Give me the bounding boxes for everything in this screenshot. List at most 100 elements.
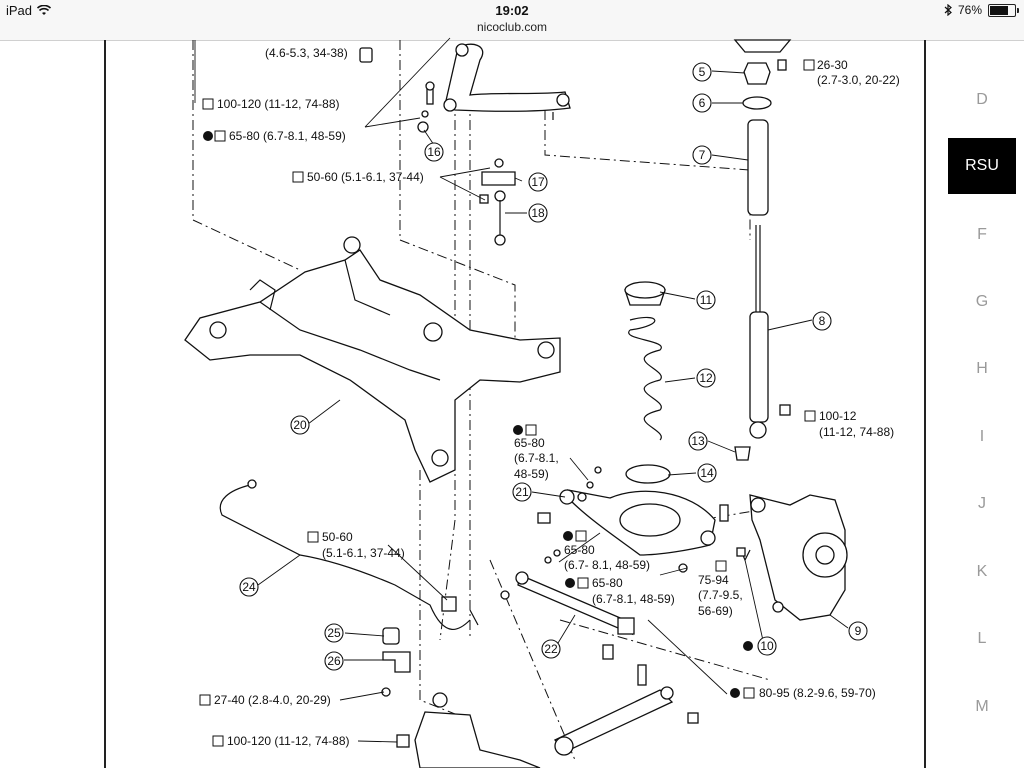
index-tab-i[interactable]: I — [948, 409, 1016, 465]
lateral-links — [500, 466, 699, 756]
index-tab-l[interactable]: L — [948, 611, 1016, 667]
spec-65-80-d1: 65-80 — [592, 576, 623, 590]
spec-top-partial: (4.6-5.3, 34-38) — [265, 46, 348, 60]
callout-8: 8 — [812, 311, 832, 331]
device-label: iPad — [6, 3, 33, 18]
stabilizer-link — [479, 158, 516, 246]
index-tab-g[interactable]: G — [948, 274, 1016, 330]
index-tab-label: D — [976, 91, 988, 108]
index-tab-d[interactable]: D — [948, 72, 1016, 128]
lower-arm — [537, 489, 729, 556]
index-tab-h[interactable]: H — [948, 341, 1016, 397]
svg-text:24: 24 — [242, 580, 256, 594]
suspension-member — [184, 236, 561, 483]
callout-6: 6 — [692, 93, 712, 113]
index-tab-label: F — [977, 226, 987, 243]
spec-65-80-b1: 65-80 — [514, 436, 545, 450]
svg-text:26: 26 — [327, 654, 341, 668]
callout-25: 25 — [324, 623, 344, 643]
axle-knuckle — [736, 494, 848, 621]
url-label[interactable]: nicoclub.com — [476, 20, 548, 34]
spec-27-40: 27-40 (2.8-4.0, 20-29) — [214, 693, 331, 707]
spec-65-80-b2: (6.7-8.1, — [514, 451, 559, 465]
svg-text:7: 7 — [699, 148, 706, 162]
callout-5: 5 — [692, 62, 712, 82]
svg-text:25: 25 — [327, 626, 341, 640]
stabilizer-bushing — [381, 627, 411, 697]
index-tab-label: RSU — [965, 157, 999, 174]
index-tab-label: M — [975, 698, 989, 715]
spec-75-94-2: (7.7-9.5, — [698, 588, 743, 602]
svg-text:11: 11 — [700, 293, 713, 307]
spec-26-30-b: (2.7-3.0, 20-22) — [817, 73, 900, 87]
svg-text:10: 10 — [760, 639, 774, 653]
svg-text:13: 13 — [691, 434, 705, 448]
bolts-top — [359, 47, 435, 133]
spec-65-80-c2: (6.7- 8.1, 48-59) — [564, 558, 650, 572]
bluetooth-icon — [944, 4, 952, 16]
callout-24: 24 — [239, 577, 259, 597]
spec-65-80-c1: 65-80 — [564, 543, 595, 557]
spec-100-12-b: (11-12, 74-88) — [819, 425, 894, 439]
callout-17: 17 — [528, 172, 548, 192]
index-tab-label: H — [976, 360, 988, 377]
callout-circles: 5 6 7 8 9 10 11 12 13 14 16 17 18 20 21 … — [239, 62, 868, 671]
stabilizer-bar — [219, 479, 479, 630]
svg-text:5: 5 — [699, 65, 706, 79]
battery-percent: 76% — [957, 3, 982, 17]
callout-20: 20 — [290, 415, 310, 435]
index-tab-label: J — [978, 495, 986, 512]
index-tab-j[interactable]: J — [948, 476, 1016, 532]
svg-text:8: 8 — [819, 314, 826, 328]
clock: 19:02 — [495, 3, 529, 18]
upper-arm — [443, 43, 571, 120]
index-tab-rsu[interactable]: RSU — [948, 138, 1016, 194]
callout-11: 11 — [696, 290, 716, 310]
status-bar: iPad 19:02 nicoclub.com 76% — [0, 0, 1024, 41]
spec-50-60-b1: 50-60 — [322, 530, 353, 544]
svg-text:17: 17 — [531, 175, 545, 189]
callout-16: 16 — [424, 142, 444, 162]
svg-text:16: 16 — [427, 145, 441, 159]
callout-10: 10 — [757, 636, 777, 656]
section-index: D RSU F G H I J K L M — [948, 40, 1016, 768]
index-tab-label: L — [977, 630, 987, 647]
index-tab-label: G — [975, 293, 989, 310]
svg-text:12: 12 — [699, 371, 713, 385]
svg-text:6: 6 — [699, 96, 706, 110]
callout-12: 12 — [696, 368, 716, 388]
callout-18: 18 — [528, 203, 548, 223]
callout-22: 22 — [541, 639, 561, 659]
spec-75-94-3: 56-69) — [698, 604, 733, 618]
callout-21: 21 — [512, 482, 532, 502]
svg-text:21: 21 — [515, 485, 529, 499]
callout-9: 9 — [848, 621, 868, 641]
spec-100-12: 100-12 — [819, 409, 857, 423]
svg-text:9: 9 — [855, 624, 862, 638]
leader-lines — [194, 37, 849, 743]
svg-text:14: 14 — [700, 466, 714, 480]
battery-fill — [990, 5, 1008, 15]
spec-65-80-a: 65-80 (6.7-8.1, 48-59) — [229, 129, 346, 143]
shock-absorber — [733, 39, 792, 461]
spec-50-60-b2: (5.1-6.1, 37-44) — [322, 546, 405, 560]
spec-65-80-b3: 48-59) — [514, 467, 549, 481]
spec-100-120-a: 100-120 (11-12, 74-88) — [217, 97, 340, 111]
callout-13: 13 — [688, 431, 708, 451]
index-tab-m[interactable]: M — [948, 679, 1016, 735]
svg-text:22: 22 — [544, 642, 558, 656]
spec-65-80-d2: (6.7-8.1, 48-59) — [592, 592, 675, 606]
index-tab-label: I — [979, 428, 985, 445]
index-tab-k[interactable]: K — [948, 544, 1016, 600]
spec-50-60-a: 50-60 (5.1-6.1, 37-44) — [307, 170, 424, 184]
spec-26-30: 26-30 — [817, 58, 848, 72]
svg-text:18: 18 — [531, 206, 545, 220]
callout-14: 14 — [697, 463, 717, 483]
battery-icon — [988, 3, 1019, 17]
index-tab-f[interactable]: F — [948, 207, 1016, 263]
callout-7: 7 — [692, 145, 712, 165]
status-right: 76% — [944, 3, 1019, 17]
page-frame — [104, 40, 926, 768]
svg-text:20: 20 — [293, 418, 307, 432]
